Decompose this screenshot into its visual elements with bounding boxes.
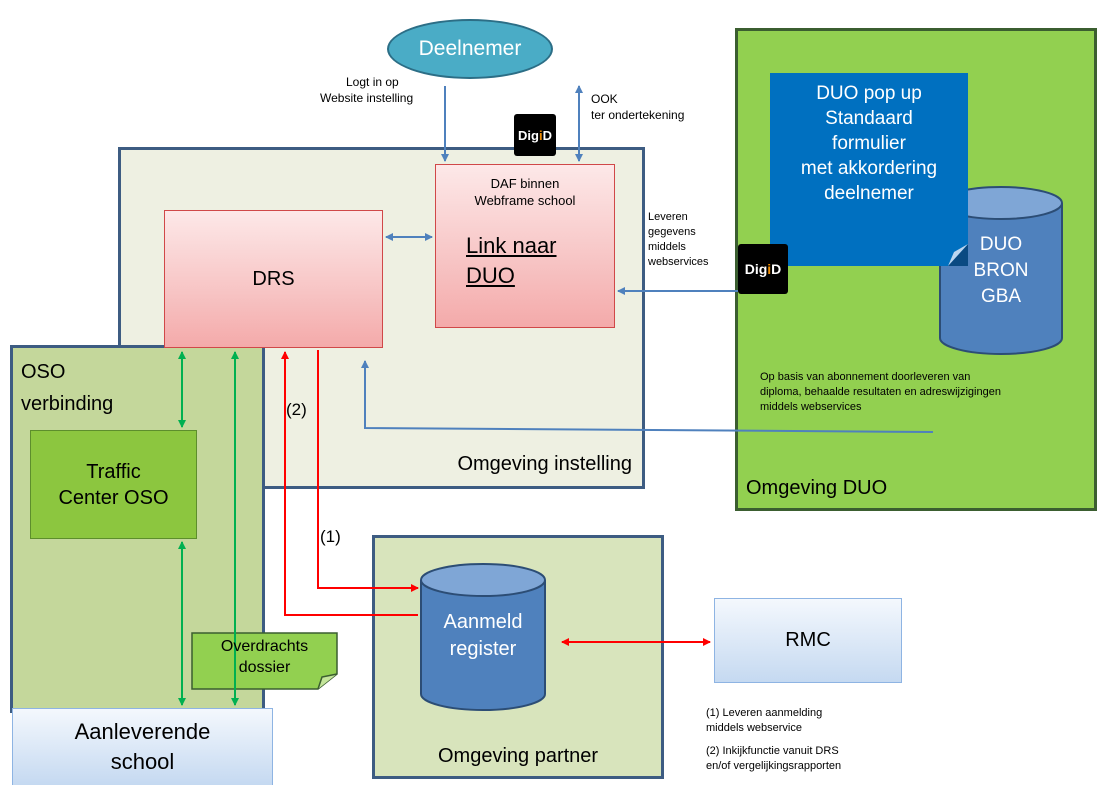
aanmeld-register-cylinder xyxy=(420,563,546,711)
arrow-duo-to-drs xyxy=(361,360,934,433)
aanmeld-register-line1: Aanmeld xyxy=(443,611,523,633)
abonnement-line1: Op basis van abonnement doorleveren van xyxy=(760,371,971,383)
abonnement-line2: diploma, behaalde resultaten en adreswij… xyxy=(760,386,1001,398)
label-1: (1) xyxy=(320,527,341,546)
legend-item1-line2: middels webservice xyxy=(706,722,802,734)
link-naar-duo[interactable]: Link naar DUO xyxy=(466,231,557,291)
ook-line2: ter ondertekening xyxy=(591,108,685,122)
leveren-line2: gegevens xyxy=(648,226,696,238)
ook-annotation: OOK ter ondertekening xyxy=(591,91,684,123)
digid-text-d: D xyxy=(542,127,552,143)
link-naar-duo-line2[interactable]: DUO xyxy=(466,263,515,288)
duo-popup-form: DUO pop up Standaard formulier met akkor… xyxy=(770,73,968,266)
abonnement-line3: middels webservices xyxy=(760,401,862,413)
abonnement-annotation: Op basis van abonnement doorleveren van … xyxy=(760,370,1090,415)
duo-bron-line2: BRON xyxy=(973,260,1029,281)
aanleverende-school-line1: Aanleverende xyxy=(74,719,211,744)
ook-line1: OOK xyxy=(591,92,618,106)
duo-bron-gba-cylinder xyxy=(939,186,1063,355)
duo-bron-gba-label: DUO BRON GBA xyxy=(940,232,1062,310)
duo-popup-line5: deelnemer xyxy=(824,183,914,204)
overdrachts-dossier-label: Overdrachts dossier xyxy=(192,636,337,678)
drs-box: DRS xyxy=(164,210,383,348)
legend: (1) Leveren aanmelding middels webservic… xyxy=(706,706,841,774)
digid-text-dig: Dig xyxy=(744,261,768,277)
duo-popup-fold xyxy=(948,244,968,266)
rmc-box: RMC xyxy=(714,598,902,683)
arrow-register-to-drs-2 xyxy=(281,351,418,616)
digid-text-dig: Dig xyxy=(518,127,539,143)
daf-caption-line2: Webframe school xyxy=(474,193,576,208)
traffic-center-oso-box: Traffic Center OSO xyxy=(30,430,197,539)
aanleverende-school-box: Aanleverende school xyxy=(12,708,273,785)
omgeving-duo-label: Omgeving DUO xyxy=(746,477,888,499)
duo-popup-line2: Standaard xyxy=(825,108,913,129)
omgeving-partner-label: Omgeving partner xyxy=(438,745,599,767)
digid-text-i: i xyxy=(767,261,772,277)
traffic-center-line1: Traffic xyxy=(86,460,141,483)
duo-bron-line1: DUO xyxy=(979,234,1023,255)
label-2: (2) xyxy=(286,400,307,419)
legend-item2-line1: (2) Inkijkfunctie vanuit DRS xyxy=(706,745,839,757)
duo-bron-line3: GBA xyxy=(980,286,1022,307)
leveren-line1: Leveren xyxy=(648,211,688,223)
logt-in-line1: Logt in op xyxy=(346,75,399,89)
oso-label-line2: verbinding xyxy=(21,393,114,415)
duo-popup-line4: met akkordering xyxy=(800,158,938,179)
legend-item2-line2: en/of vergelijkingsrapporten xyxy=(706,760,842,772)
leveren-gegevens-annotation: Leveren gegevens middels webservices xyxy=(648,210,709,270)
overdrachts-dossier-line1: Overdrachts xyxy=(220,638,309,655)
leveren-line3: middels xyxy=(648,241,686,253)
daf-webframe-box: DAF binnen Webframe school Link naar DUO xyxy=(435,164,615,328)
traffic-center-line2: Center OSO xyxy=(58,486,169,509)
overdrachts-dossier-document xyxy=(191,632,338,690)
leveren-line4: webservices xyxy=(648,256,709,268)
daf-caption: DAF binnen Webframe school xyxy=(436,175,614,209)
oso-label-line1: OSO xyxy=(21,361,66,383)
aanmeld-register-line2: register xyxy=(449,638,517,660)
duo-popup-line1: DUO pop up xyxy=(816,83,922,104)
aanmeld-register-label: Aanmeld register xyxy=(421,609,545,663)
digid-text-i: i xyxy=(538,127,543,143)
deelnemer-ellipse: Deelnemer xyxy=(387,19,553,79)
legend-item1-line1: (1) Leveren aanmelding xyxy=(706,707,823,719)
oso-verbinding-label: OSO verbinding xyxy=(21,356,113,420)
daf-caption-line1: DAF binnen xyxy=(490,176,560,191)
logt-in-annotation: Logt in op Website instelling xyxy=(320,74,440,106)
aanleverende-school-line2: school xyxy=(110,749,175,774)
link-naar-duo-line1[interactable]: Link naar xyxy=(466,233,557,258)
duo-popup-line3: formulier xyxy=(832,133,906,154)
logt-in-line2: Website instelling xyxy=(320,91,414,105)
arrow-drs-to-register-1 xyxy=(317,350,419,592)
omgeving-instelling-label: Omgeving instelling xyxy=(457,453,632,475)
digid-text-d: D xyxy=(771,261,782,277)
overdrachts-dossier-line2: dossier xyxy=(238,659,291,676)
